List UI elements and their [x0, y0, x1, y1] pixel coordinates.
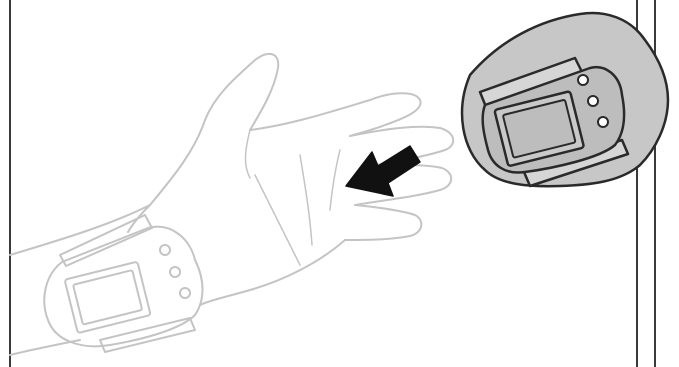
device-indicator-1	[578, 75, 588, 85]
device-indicator-2	[588, 96, 598, 106]
wrist-device-icon	[462, 13, 668, 186]
direction-arrow-icon	[346, 146, 420, 196]
hand-outline-icon	[10, 54, 453, 355]
device-indicator-3	[598, 117, 608, 127]
wrist-device-ghost-icon	[44, 215, 202, 352]
